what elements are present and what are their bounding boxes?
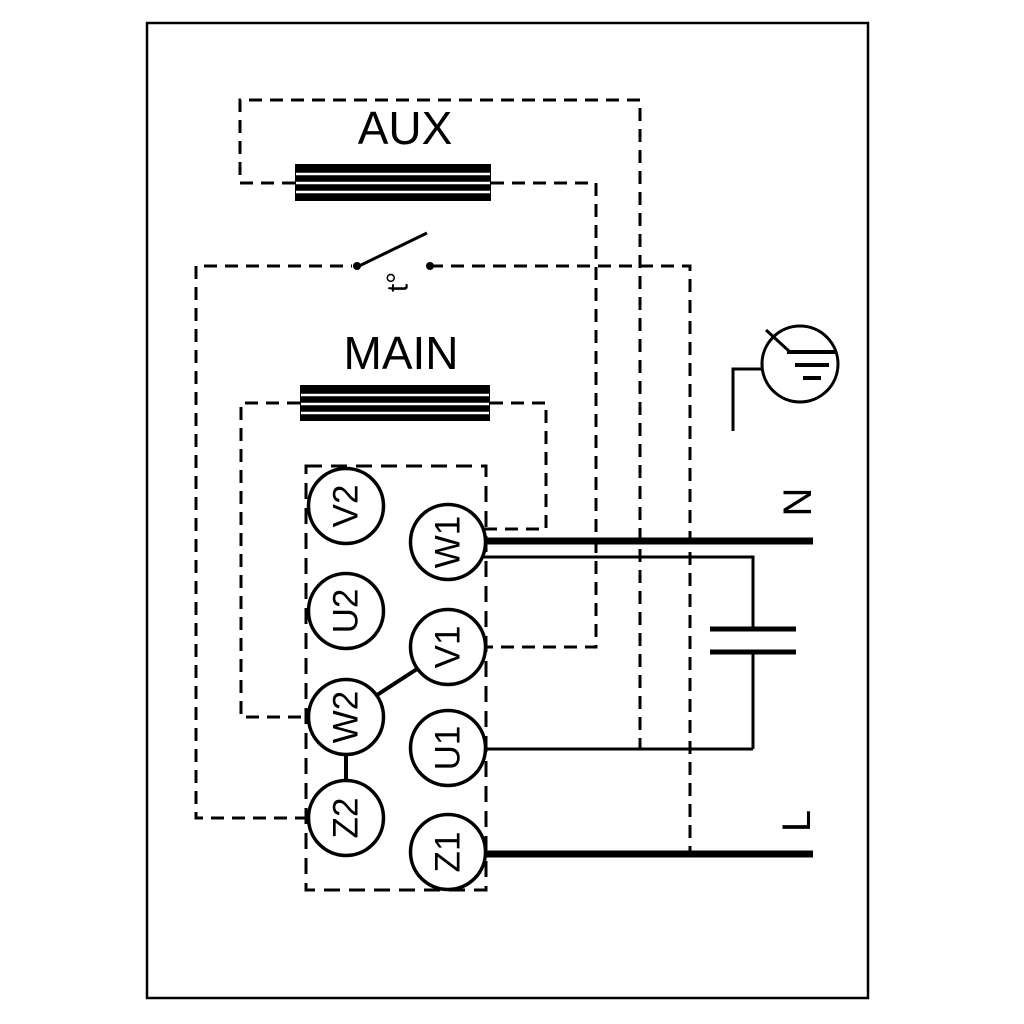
terminal-w2 [306,677,386,757]
terminal-w1-label: W1 [429,516,468,569]
terminal-v1-label: V1 [429,626,468,669]
diagram-border [145,21,870,1000]
main-winding [300,385,490,421]
terminal-v1 [408,607,488,687]
thermal-switch-blade [356,231,428,269]
terminal-u2-label: U2 [327,589,366,634]
wire-w1-to-capacitor-top [482,555,755,629]
terminal-u2 [306,571,386,651]
earth-lead [731,367,762,431]
terminal-v2 [306,466,386,546]
terminal-z2-label: Z2 [327,798,366,839]
wire-main-right-to-w1 [483,401,548,531]
terminal-u1 [408,708,488,788]
aux-winding-label: AUX [358,102,453,154]
line-label: L [775,810,819,832]
aux-winding [295,164,491,201]
wire-main-left-to-w2 [239,401,308,719]
terminal-block-outline [304,464,488,892]
terminal-w2-label: W2 [327,691,366,744]
wire-aux-right-to-v1 [486,181,598,649]
terminal-w1 [408,502,488,582]
thermal-switch-contact-left [353,262,361,270]
neutral-label: N [776,488,820,517]
terminal-z1-label: Z1 [429,832,468,873]
wire-z2-to-thermal-switch [194,264,352,820]
terminal-z2 [306,778,386,858]
earth-symbol-stem [764,328,792,354]
terminal-u1-label: U1 [429,726,468,771]
main-winding-label: MAIN [344,327,459,379]
thermal-switch-label: t° [382,272,415,292]
terminal-z1 [408,812,488,892]
bridge-w2-v1 [375,667,419,697]
earth-symbol-circle [760,324,840,404]
terminal-v2-label: V2 [327,485,366,528]
wire-aux-left-to-u1 [238,98,642,749]
thermal-switch-contact-right [426,262,434,270]
wire-thermal-switch-to-line [430,264,692,851]
